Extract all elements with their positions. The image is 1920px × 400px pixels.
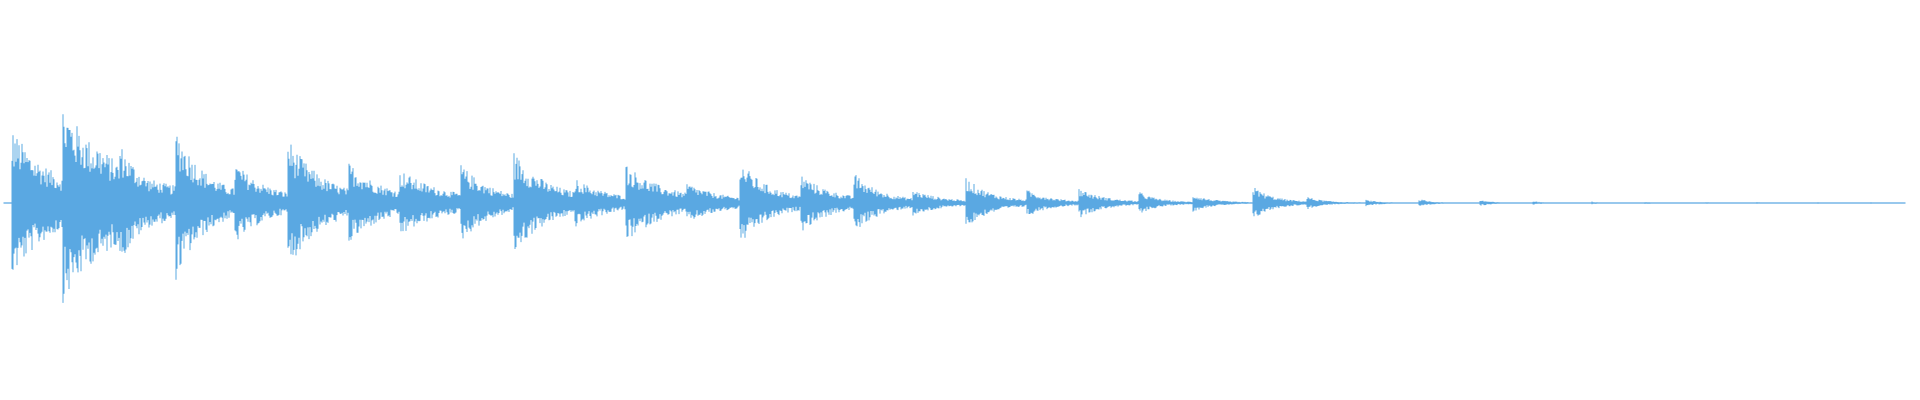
waveform-samples: [3, 114, 1906, 303]
waveform-path: [3, 114, 1906, 303]
